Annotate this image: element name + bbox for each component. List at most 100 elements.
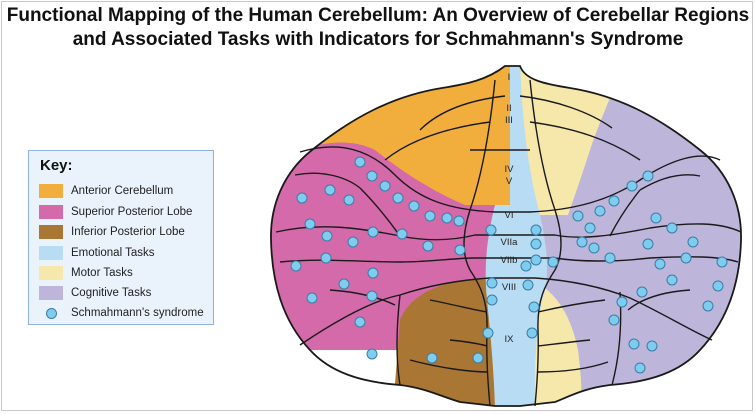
- schmahmann-marker-dot: [454, 244, 466, 256]
- schmahmann-marker-dot: [354, 156, 366, 168]
- legend-item: Superior Posterior Lobe: [39, 205, 214, 221]
- schmahmann-marker-dot: [650, 212, 662, 224]
- schmahmann-marker-dot: [594, 205, 606, 217]
- schmahmann-marker-dot: [712, 280, 724, 292]
- schmahmann-marker-dot: [646, 340, 658, 352]
- schmahmann-marker-dot: [626, 180, 638, 192]
- schmahmann-marker-dot: [320, 252, 332, 264]
- schmahmann-marker-dot: [604, 252, 616, 264]
- schmahmann-marker-dot: [716, 256, 728, 268]
- schmahmann-marker-dot: [634, 362, 646, 374]
- schmahmann-marker-dot: [526, 327, 538, 339]
- lobule-label: I: [508, 72, 511, 83]
- title-line-2: and Associated Tasks with Indicators for…: [72, 29, 684, 50]
- lobule-label: VIIb: [501, 255, 518, 266]
- lobule-label: II: [506, 103, 511, 114]
- legend-label: Schmahmann's syndrome: [71, 307, 204, 319]
- schmahmann-marker-dot: [530, 238, 542, 250]
- schmahmann-marker-dot: [530, 254, 542, 266]
- schmahmann-marker-dot: [453, 215, 465, 227]
- legend-label: Motor Tasks: [71, 267, 133, 279]
- schmahmann-marker-dot: [702, 300, 714, 312]
- motor-tasks-region-upper: [520, 66, 625, 215]
- legend-item: Schmahmann's syndrome: [39, 306, 214, 322]
- schmahmann-marker-dot: [486, 277, 498, 289]
- anterior-cerebellum-region: [300, 66, 510, 205]
- legend-swatch: [39, 225, 63, 239]
- legend-heading: Key:: [40, 157, 73, 174]
- schmahmann-marker-dot: [616, 296, 628, 308]
- schmahmann-marker-dot: [338, 278, 350, 290]
- schmahmann-marker-dot: [482, 327, 494, 339]
- legend-item: Emotional Tasks: [39, 246, 214, 262]
- lobule-label: VIIa: [501, 237, 519, 248]
- lobule-label: IV: [505, 164, 515, 175]
- schmahmann-marker-dot: [392, 192, 404, 204]
- schmahmann-marker-dot: [290, 260, 302, 272]
- figure-title: Functional Mapping of the Human Cerebell…: [0, 4, 756, 52]
- legend-label: Anterior Cerebellum: [71, 185, 174, 197]
- schmahmann-marker-dot: [472, 352, 484, 364]
- schmahmann-marker-dot: [654, 258, 666, 270]
- schmahmann-marker-dot: [321, 230, 333, 242]
- lobule-label: IX: [505, 334, 515, 345]
- schmahmann-marker-dot: [572, 210, 584, 222]
- schmahmann-marker-dot: [485, 224, 497, 236]
- schmahmann-marker-dot: [486, 294, 498, 306]
- legend-item: Motor Tasks: [39, 266, 214, 282]
- schmahmann-marker-dot: [441, 212, 453, 224]
- schmahmann-marker-dot: [584, 222, 596, 234]
- schmahmann-marker-dot: [666, 222, 678, 234]
- schmahmann-marker-dot: [608, 314, 620, 326]
- schmahmann-marker-dot: [366, 348, 378, 360]
- schmahmann-marker-dot: [528, 301, 540, 313]
- schmahmann-marker-dot: [522, 279, 534, 291]
- schmahmann-marker-dot: [367, 267, 379, 279]
- schmahmann-marker-dot: [306, 292, 318, 304]
- schmahmann-marker-dot: [628, 338, 640, 350]
- schmahmann-marker-dot: [367, 226, 379, 238]
- legend-item: Inferior Posterior Lobe: [39, 225, 214, 241]
- schmahmann-marker-dot: [324, 184, 336, 196]
- lobule-label: III: [505, 115, 513, 126]
- legend-label: Inferior Posterior Lobe: [71, 226, 185, 238]
- legend-item: Cognitive Tasks: [39, 286, 214, 302]
- schmahmann-marker-dot: [530, 224, 542, 236]
- schmahmann-marker-dot: [666, 274, 678, 286]
- schmahmann-marker-dot: [366, 170, 378, 182]
- schmahmann-marker-dot: [354, 316, 366, 328]
- legend-swatch: [39, 205, 63, 219]
- legend-box: Key: Anterior Cerebellum Superior Poster…: [28, 150, 214, 325]
- schmahmann-marker-dot: [424, 210, 436, 222]
- legend-item: Anterior Cerebellum: [39, 184, 214, 200]
- legend-label: Superior Posterior Lobe: [71, 206, 193, 218]
- schmahmann-marker-dot: [396, 228, 408, 240]
- schmahmann-markers: [290, 156, 728, 374]
- legend-dot: [46, 308, 57, 319]
- lobule-label: V: [506, 176, 513, 187]
- schmahmann-marker-dot: [636, 286, 648, 298]
- legend-swatch: [39, 246, 63, 260]
- schmahmann-marker-dot: [588, 242, 600, 254]
- schmahmann-marker-dot: [366, 290, 378, 302]
- schmahmann-marker-dot: [687, 236, 699, 248]
- lobule-label: VI: [505, 210, 514, 221]
- schmahmann-marker-dot: [304, 218, 316, 230]
- legend-swatch: [39, 266, 63, 280]
- schmahmann-marker-dot: [547, 256, 559, 268]
- legend-swatch: [39, 286, 63, 300]
- lobule-labels: I II III IV V VI VIIa VIIb VIII IX: [501, 72, 519, 345]
- lobule-label: VIII: [502, 282, 516, 293]
- schmahmann-marker-dot: [422, 240, 434, 252]
- legend-label: Emotional Tasks: [71, 247, 155, 259]
- schmahmann-marker-dot: [520, 260, 532, 272]
- schmahmann-marker-dot: [642, 170, 654, 182]
- legend-swatch: [39, 184, 63, 198]
- title-line-1: Functional Mapping of the Human Cerebell…: [6, 5, 750, 26]
- legend-label: Cognitive Tasks: [71, 287, 152, 299]
- schmahmann-marker-dot: [680, 252, 692, 264]
- schmahmann-marker-dot: [296, 192, 308, 204]
- schmahmann-marker-dot: [347, 236, 359, 248]
- schmahmann-marker-dot: [426, 352, 438, 364]
